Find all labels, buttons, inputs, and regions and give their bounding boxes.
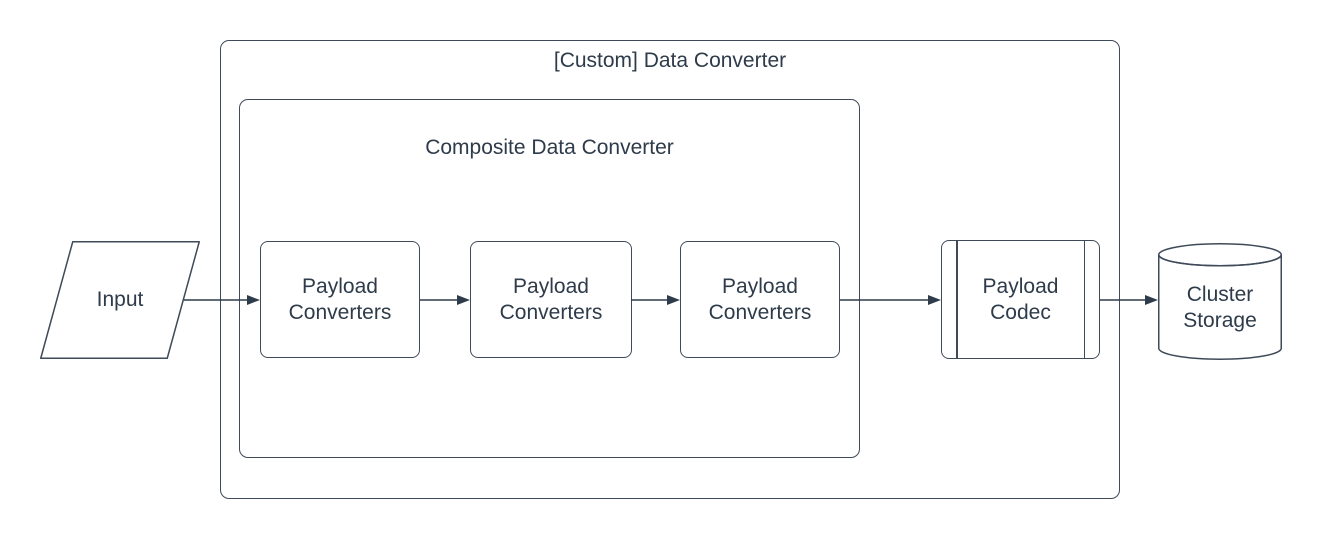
payload-converters-label-2: Payload Converters <box>499 274 603 324</box>
input-node: Input <box>40 241 200 359</box>
custom-data-converter-container <box>220 40 1120 499</box>
payload-converters-label-3: Payload Converters <box>708 274 812 324</box>
custom-data-converter-label: [Custom] Data Converter <box>553 49 787 72</box>
cluster-storage-node: Cluster Storage <box>1158 243 1282 360</box>
parallelogram-shape <box>40 241 200 359</box>
payload-converters-node-1: Payload Converters <box>260 241 420 358</box>
cluster-storage-label: Cluster Storage <box>1183 283 1257 332</box>
composite-data-converter-label: Composite Data Converter <box>425 136 674 159</box>
cylinder-shape <box>1158 243 1282 360</box>
composite-data-converter-container <box>239 99 860 458</box>
payload-codec-node: Payload Codec <box>941 240 1100 359</box>
payload-converters-node-2: Payload Converters <box>470 241 632 358</box>
payload-converters-label-1: Payload Converters <box>288 274 392 324</box>
input-label: Input <box>96 288 144 311</box>
payload-codec-label: Payload Codec <box>982 274 1059 324</box>
payload-converters-node-3: Payload Converters <box>680 241 840 358</box>
